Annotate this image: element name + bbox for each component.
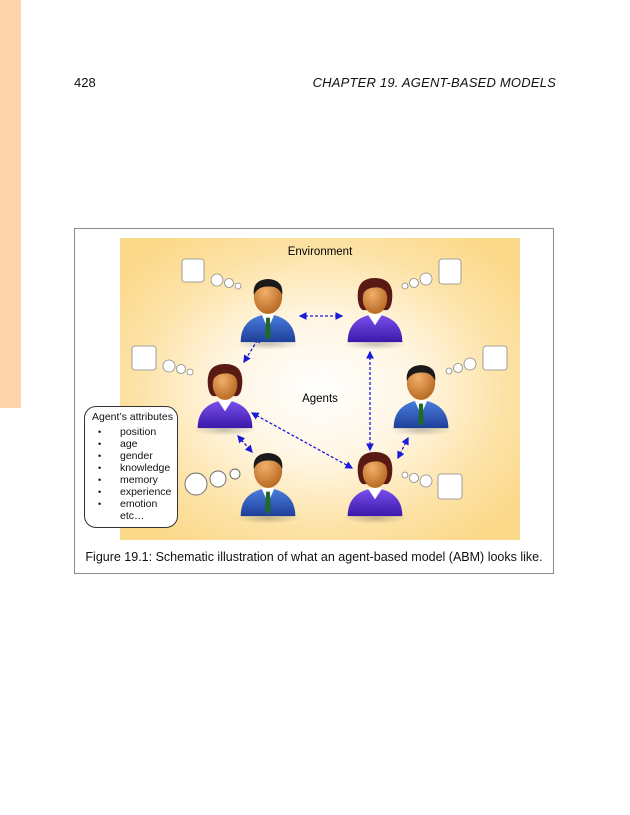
thought-bubble-mid-right: [445, 345, 508, 375]
margin-strip: [0, 0, 21, 408]
running-head: CHAPTER 19. AGENT-BASED MODELS: [312, 75, 556, 90]
thought-bubble-bottom-right: [401, 471, 463, 500]
abm-illustration: Environment Agents: [120, 238, 520, 540]
agent-attributes-box: Agent’s attributes position age gender k…: [84, 406, 178, 528]
attributes-title: Agent’s attributes: [92, 411, 173, 423]
attribute-item: age: [96, 438, 177, 450]
attributes-list: position age gender knowledge memory exp…: [92, 426, 177, 522]
attribute-item: knowledge: [96, 462, 177, 474]
arrow-diagonal: [250, 412, 354, 469]
interaction-arrows: [237, 312, 409, 469]
thought-bubble-mid-left: [131, 345, 194, 376]
thought-bubble-bottom-left: [184, 468, 241, 496]
attribute-item: emotion: [96, 498, 177, 510]
agents-label: Agents: [302, 393, 338, 405]
environment-label: Environment: [288, 246, 353, 258]
page-number: 428: [74, 75, 96, 90]
attribute-item: position: [96, 426, 177, 438]
thought-bubble-top-right: [401, 258, 462, 290]
attribute-item: experience: [96, 486, 177, 498]
attribute-item-etc: etc…: [120, 510, 145, 522]
attribute-item: gender: [96, 450, 177, 462]
thought-bubble-top-left: [181, 258, 242, 290]
attribute-item: memory: [96, 474, 177, 486]
arrow-right-bottom: [397, 436, 409, 460]
arrow-left-bottom: [237, 435, 253, 453]
figure-caption: Figure 19.1: Schematic illustration of w…: [85, 550, 543, 564]
